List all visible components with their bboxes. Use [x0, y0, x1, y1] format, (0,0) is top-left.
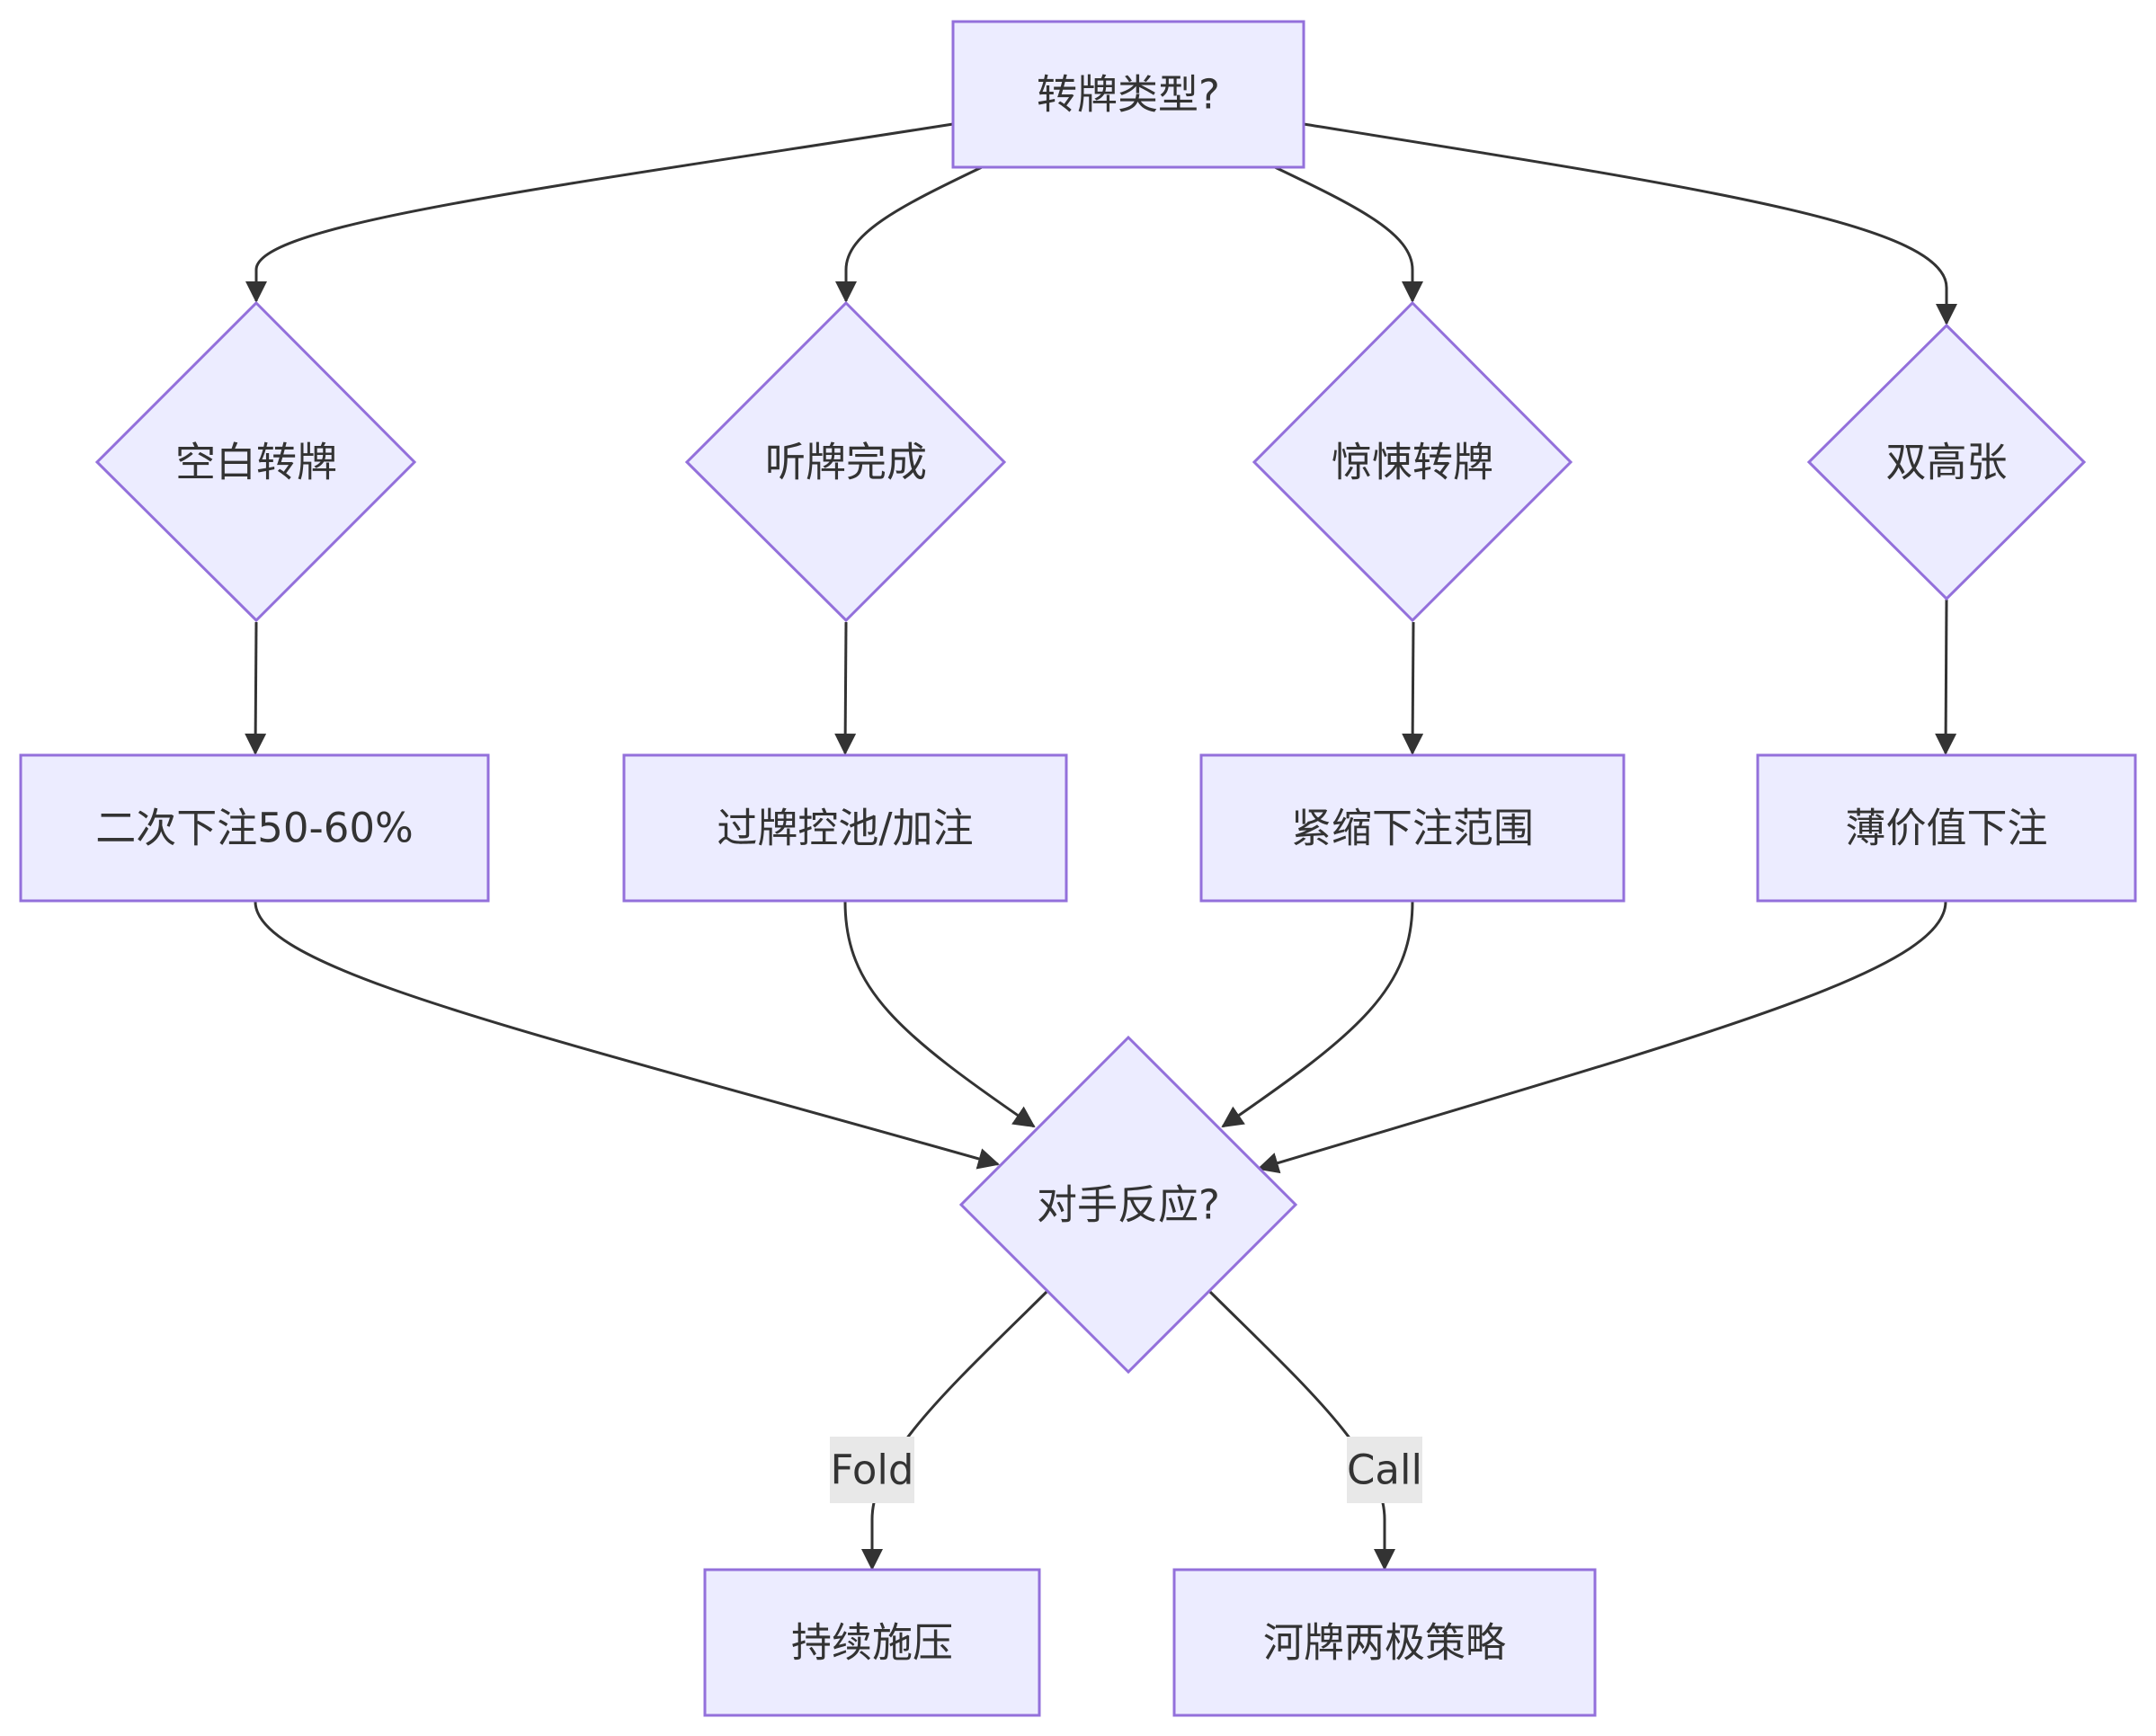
edge-reaction-to-river-polarized — [1208, 1290, 1395, 1571]
edge-turn-type-to-blank-turn — [245, 122, 954, 303]
edge-label-call-text: Call — [1347, 1447, 1422, 1494]
edge-turn-type-to-scare-turn — [1274, 165, 1423, 303]
edge-blank-turn-to-second-barrel — [245, 621, 267, 755]
node-double-overcards: 双高张 — [1806, 323, 2087, 601]
edge-check-raise-to-reaction — [843, 901, 1036, 1128]
node-tighten-range: 紧缩下注范围 — [1199, 753, 1626, 903]
edge-label-fold-text: Fold — [831, 1447, 914, 1494]
node-draw-completed-label: 听牌完成 — [765, 439, 927, 486]
node-keep-pressure: 持续施压 — [703, 1568, 1041, 1717]
edge-scare-turn-to-tighten-range — [1402, 621, 1424, 755]
edges — [245, 122, 1957, 1571]
node-turn-type-label: 转牌类型? — [1037, 71, 1220, 119]
edge-turn-type-to-double-overcards — [1303, 122, 1957, 325]
node-river-polarized-label: 河牌两极策略 — [1263, 1619, 1506, 1667]
node-thin-value-label: 薄价值下注 — [1845, 805, 2047, 852]
node-opponent-reaction-label: 对手反应? — [1037, 1181, 1220, 1229]
node-tighten-range-label: 紧缩下注范围 — [1291, 805, 1534, 852]
node-scare-turn-label: 惊悚转牌 — [1332, 439, 1493, 486]
node-scare-turn: 惊悚转牌 — [1252, 300, 1573, 623]
edge-reaction-to-keep-pressure — [861, 1290, 1048, 1571]
edge-double-overcards-to-thin-value — [1935, 599, 1957, 755]
node-river-polarized: 河牌两极策略 — [1172, 1568, 1597, 1717]
node-double-overcards-label: 双高张 — [1885, 439, 2007, 486]
node-check-or-raise: 过牌控池/加注 — [622, 753, 1068, 903]
edge-draw-completed-to-check-raise — [834, 621, 857, 755]
edge-second-barrel-to-reaction — [254, 901, 1000, 1170]
node-second-barrel-label: 二次下注50-60% — [95, 805, 414, 852]
edge-label-fold: Fold — [830, 1437, 914, 1503]
node-check-or-raise-label: 过牌控池/加注 — [717, 805, 973, 852]
node-thin-value: 薄价值下注 — [1756, 753, 2137, 903]
edge-thin-value-to-reaction — [1257, 901, 1947, 1174]
edge-turn-type-to-draw-completed — [835, 165, 983, 303]
node-turn-type: 转牌类型? — [951, 20, 1305, 169]
node-blank-turn-label: 空白转牌 — [175, 439, 337, 486]
edge-label-call: Call — [1347, 1437, 1422, 1503]
node-opponent-reaction: 对手反应? — [958, 1035, 1298, 1375]
node-keep-pressure-label: 持续施压 — [791, 1619, 953, 1667]
edge-tighten-range-to-reaction — [1221, 901, 1414, 1128]
node-second-barrel: 二次下注50-60% — [19, 753, 490, 903]
node-draw-completed: 听牌完成 — [684, 300, 1007, 623]
node-blank-turn: 空白转牌 — [94, 300, 417, 623]
